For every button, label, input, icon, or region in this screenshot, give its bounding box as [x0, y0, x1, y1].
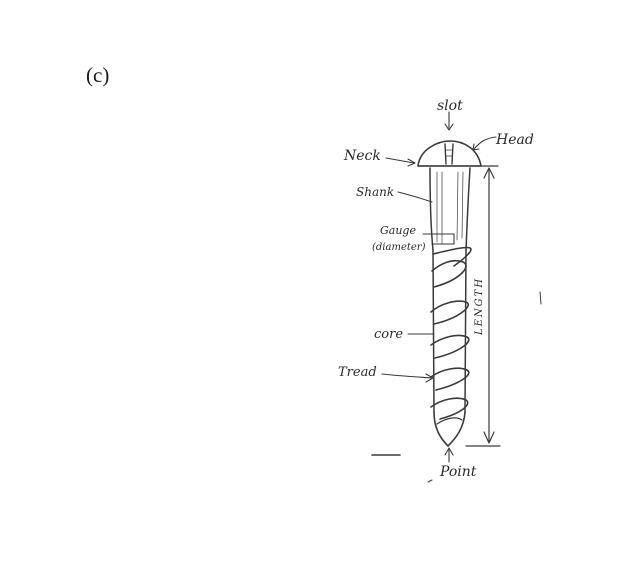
- panel-label: (c): [86, 63, 110, 87]
- core-label: core: [374, 327, 403, 342]
- length-label: LENGTH: [474, 277, 485, 336]
- screw-thread: [430, 246, 472, 420]
- point-label: Point: [439, 464, 477, 480]
- leader-lines: [381, 111, 497, 463]
- gauge-sublabel: (diameter): [372, 242, 426, 253]
- length-dimension: [465, 165, 501, 447]
- head-label: Head: [495, 132, 534, 148]
- gauge-label: Gauge: [380, 224, 416, 237]
- screw-point: [433, 411, 466, 447]
- screw-shank: [429, 167, 471, 251]
- slot-label: slot: [437, 98, 463, 114]
- shank-label: Shank: [356, 185, 394, 199]
- neck-label: Neck: [343, 148, 381, 164]
- tread-label: Tread: [338, 365, 377, 380]
- screw-core: [432, 249, 467, 413]
- stray-marks: [371, 291, 542, 483]
- screw-head: [417, 140, 482, 167]
